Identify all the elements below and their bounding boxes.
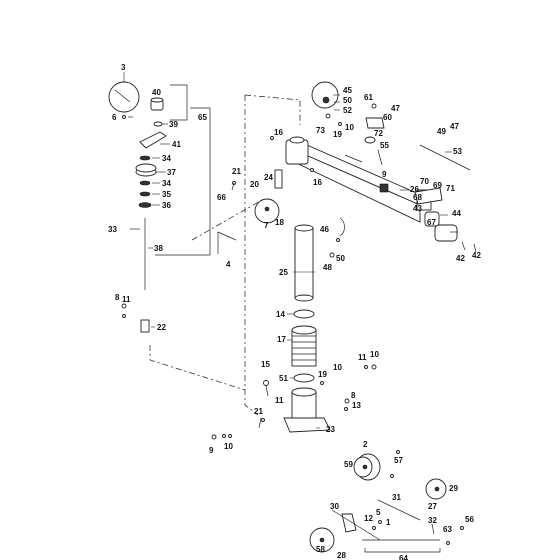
part-label: 20 — [250, 180, 259, 189]
part-label: 10 — [224, 442, 233, 451]
part-label: 12 — [364, 514, 373, 523]
part-label: 69 — [433, 181, 442, 190]
part-label: 29 — [449, 484, 458, 493]
part-label: 49 — [437, 127, 446, 136]
part-label: 8 — [115, 293, 120, 302]
part-label: 6 — [112, 113, 117, 122]
part-label: 24 — [264, 173, 273, 182]
part-label: 37 — [167, 168, 176, 177]
part-label: 16 — [313, 178, 322, 187]
part-label: 25 — [279, 268, 288, 277]
part-label: 47 — [450, 122, 459, 131]
part-label: 41 — [172, 140, 181, 149]
part-label: 65 — [198, 113, 207, 122]
part-label: 11 — [358, 353, 367, 362]
part-label: 13 — [352, 401, 361, 410]
part-label: 71 — [446, 184, 455, 193]
part-label: 48 — [323, 263, 332, 272]
part-label: 38 — [154, 244, 163, 253]
part-label: 60 — [383, 113, 392, 122]
part-label: 3 — [121, 63, 126, 72]
part-label: 14 — [276, 310, 285, 319]
part-label: 26 — [410, 185, 419, 194]
part-labels: 3 6 40 39 65 41 34 37 34 35 36 33 38 66 … — [108, 63, 481, 560]
part-label: 7 — [264, 221, 269, 230]
part-label: 19 — [333, 130, 342, 139]
part-label: 27 — [428, 502, 437, 511]
group-bracket-65 — [170, 84, 188, 121]
group-bracket-64 — [364, 548, 441, 553]
part-label: 50 — [336, 254, 345, 263]
part-label: 11 — [122, 295, 131, 304]
part-label: 10 — [345, 123, 354, 132]
part-label: 18 — [275, 218, 284, 227]
part-label: 45 — [343, 86, 352, 95]
part-label: 17 — [277, 335, 286, 344]
part-label: 58 — [316, 545, 325, 554]
part-label: 68 — [413, 193, 422, 202]
part-label: 32 — [428, 516, 437, 525]
part-label: 36 — [162, 201, 171, 210]
part-label: 23 — [326, 425, 335, 434]
part-label: 42 — [472, 251, 481, 260]
part-label: 35 — [162, 190, 171, 199]
part-label: 21 — [232, 167, 241, 176]
part-label: 21 — [254, 407, 263, 416]
part-label: 8 — [351, 391, 356, 400]
radial-arm — [285, 136, 432, 223]
part-label: 47 — [391, 104, 400, 113]
group-bracket-66 — [155, 107, 211, 256]
part-label: 63 — [443, 525, 452, 534]
part-label: 15 — [261, 360, 270, 369]
part-label: 28 — [337, 551, 346, 560]
arm-small-parts — [231, 81, 477, 258]
part-label: 53 — [453, 147, 462, 156]
part-label: 66 — [217, 193, 226, 202]
part-label: 72 — [374, 129, 383, 138]
part-label: 9 — [382, 170, 387, 179]
part-label: 61 — [364, 93, 373, 102]
part-label: 10 — [370, 350, 379, 359]
part-label: 11 — [275, 396, 284, 405]
part-label: 22 — [157, 323, 166, 332]
part-label: 64 — [399, 554, 408, 560]
part-label: 55 — [380, 141, 389, 150]
part-label: 42 — [456, 254, 465, 263]
part-label: 4 — [226, 260, 231, 269]
part-label: 30 — [330, 502, 339, 511]
part-label: 52 — [343, 106, 352, 115]
part-label: 1 — [386, 518, 391, 527]
part-label: 50 — [343, 96, 352, 105]
hex-key — [217, 231, 237, 254]
part-label: 67 — [427, 218, 436, 227]
part-label: 39 — [169, 120, 178, 129]
part-label: 10 — [333, 363, 342, 372]
part-label: 34 — [162, 154, 171, 163]
part-label: 51 — [279, 374, 288, 383]
part-label: 59 — [344, 460, 353, 469]
part-label: 33 — [108, 225, 117, 234]
part-label: 70 — [420, 177, 429, 186]
part-label: 43 — [413, 204, 422, 213]
column-assembly — [211, 224, 377, 440]
part-label: 5 — [376, 508, 381, 517]
part-label: 44 — [452, 209, 461, 218]
part-label: 40 — [152, 88, 161, 97]
part-label: 34 — [162, 179, 171, 188]
assembly-outline — [149, 94, 301, 416]
part-label: 56 — [465, 515, 474, 524]
part-label: 31 — [392, 493, 401, 502]
part-label: 57 — [394, 456, 403, 465]
part-label: 16 — [274, 128, 283, 137]
part-label: 46 — [320, 225, 329, 234]
part-label: 2 — [363, 440, 368, 449]
part-label: 19 — [318, 370, 327, 379]
leader-lines — [123, 72, 452, 429]
bottom-right-assembly — [309, 450, 464, 553]
part-label: 9 — [209, 446, 214, 455]
part-label: 73 — [316, 126, 325, 135]
handle-assembly — [108, 81, 167, 333]
